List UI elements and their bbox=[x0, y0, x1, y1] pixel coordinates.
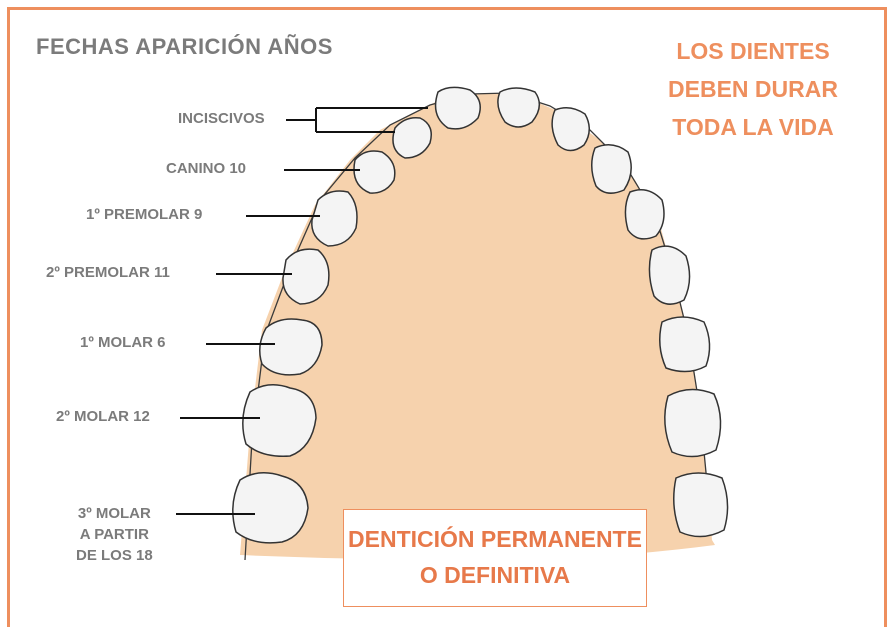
tooth-incisor-central-right bbox=[497, 87, 541, 128]
heading: FECHAS APARICIÓN AÑOS bbox=[36, 34, 333, 59]
tooth-incisor-lateral-left bbox=[392, 116, 432, 159]
label-premolar2: 2º PREMOLAR 11 bbox=[46, 264, 170, 281]
label-incisivos: INCISCIVOS bbox=[178, 110, 265, 127]
tooth-molar3-right bbox=[673, 472, 729, 538]
tooth-premolar2-left bbox=[282, 248, 330, 305]
tooth-incisor-central-left bbox=[434, 86, 481, 130]
tooth-premolar1-right bbox=[624, 189, 665, 240]
tooth-molar1-right bbox=[659, 316, 711, 373]
label-molar2: 2º MOLAR 12 bbox=[56, 408, 150, 425]
border-frame bbox=[7, 7, 887, 627]
slogan-line-1: LOS DIENTES bbox=[676, 38, 830, 64]
tooth-molar3-left bbox=[232, 472, 309, 544]
slogan-line-3: TODA LA VIDA bbox=[672, 114, 834, 140]
label-molar1: 1º MOLAR 6 bbox=[80, 334, 166, 351]
slogan-line-2: DEBEN DURAR bbox=[668, 76, 838, 102]
palate-area bbox=[240, 93, 715, 560]
label-molar3-line-2: A PARTIR bbox=[79, 526, 149, 543]
tooth-premolar1-left bbox=[311, 190, 358, 247]
slogan: LOS DIENTES DEBEN DURAR TODA LA VIDA bbox=[653, 32, 853, 146]
tooth-canine-left bbox=[353, 150, 396, 194]
tooth-incisor-lateral-right bbox=[551, 107, 590, 152]
tooth-premolar2-right bbox=[648, 245, 691, 305]
label-molar3-line-3: DE LOS 18 bbox=[76, 547, 153, 564]
label-molar3: 3º MOLAR A PARTIR DE LOS 18 bbox=[76, 503, 153, 566]
leader-incisivos bbox=[286, 107, 428, 133]
tooth-canine-right bbox=[591, 144, 632, 194]
label-molar3-line-1: 3º MOLAR bbox=[77, 505, 151, 522]
label-canino: CANINO 10 bbox=[166, 160, 247, 177]
box-line-2: O DEFINITIVA bbox=[419, 562, 571, 588]
leader-lines bbox=[176, 107, 428, 515]
tooth-molar2-left bbox=[242, 384, 317, 457]
label-premolar1: 1º PREMOLAR 9 bbox=[86, 206, 203, 223]
dentition-type-box: DENTICIÓN PERMANENTE O DEFINITIVA bbox=[343, 509, 647, 607]
tooth-molar1-left bbox=[259, 318, 323, 376]
tooth-molar2-right bbox=[664, 388, 722, 458]
box-line-1: DENTICIÓN PERMANENTE bbox=[348, 526, 642, 552]
